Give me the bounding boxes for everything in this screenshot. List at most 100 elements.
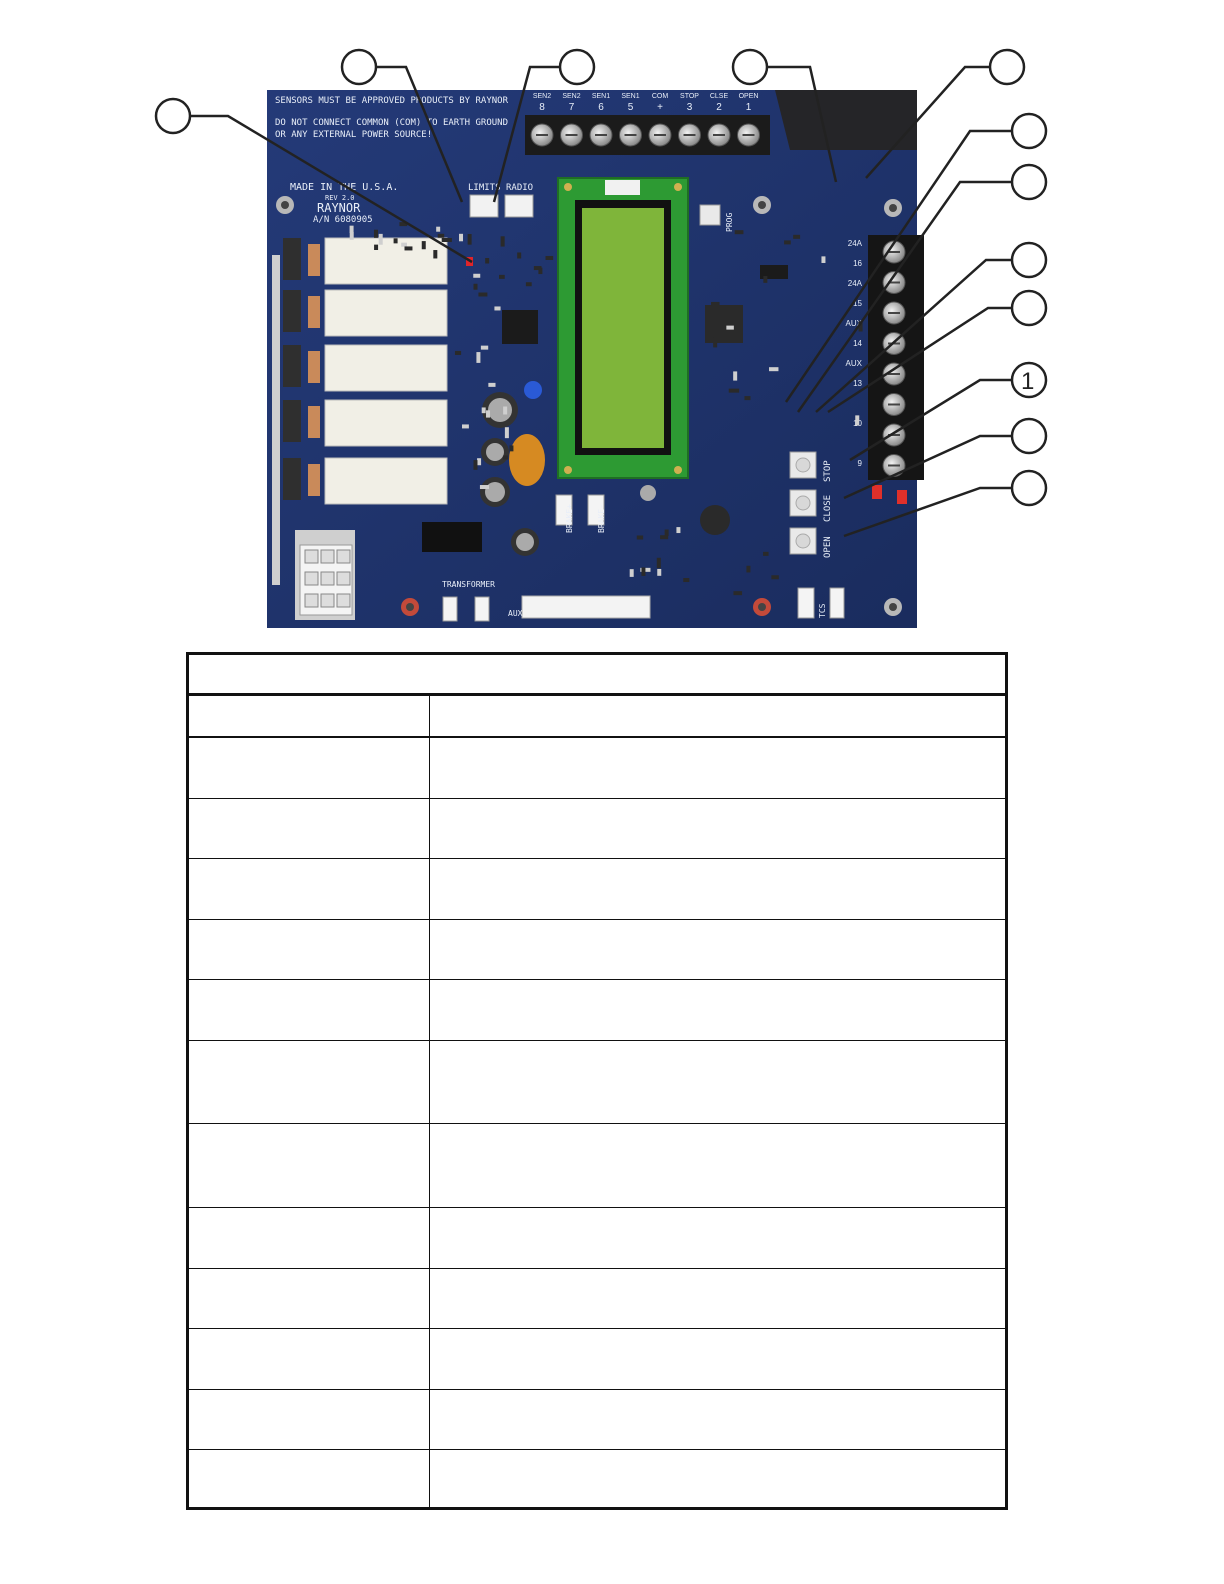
- right-terminal-label: 16: [853, 259, 862, 268]
- table-row: [189, 1269, 1005, 1329]
- smd-part: [683, 578, 690, 583]
- right-terminal[interactable]: [882, 393, 906, 416]
- smd-part: [480, 345, 489, 350]
- smd-part: [733, 591, 743, 596]
- jumper-j1: [442, 596, 458, 622]
- resistor: [308, 406, 320, 438]
- smd-part: [726, 325, 734, 330]
- smd-part: [734, 230, 744, 235]
- smd-part: [711, 301, 720, 306]
- table-cell: [189, 1208, 430, 1268]
- relay-base: [283, 238, 301, 280]
- smd-part: [664, 529, 669, 536]
- table-cell: [430, 1208, 1005, 1268]
- capacitors: [480, 381, 730, 556]
- relay-base: [283, 400, 301, 442]
- relay-base: [283, 290, 301, 332]
- resistor: [308, 244, 320, 276]
- smd-part: [476, 352, 481, 363]
- smd-part: [771, 575, 779, 580]
- smd-part: [421, 241, 426, 250]
- table-cell: [430, 1390, 1005, 1449]
- smd-part: [503, 406, 508, 415]
- smd-part: [502, 455, 509, 460]
- right-terminal-label: AUX: [846, 319, 863, 328]
- smd-part: [454, 350, 462, 355]
- relay: [283, 399, 448, 447]
- top-terminal-label: CLSE: [710, 93, 729, 100]
- resistor: [308, 464, 320, 496]
- jumper-jp3: [872, 485, 882, 499]
- top-terminal-number: 5: [628, 102, 634, 113]
- table-cell: [430, 1269, 1005, 1328]
- relay: [283, 237, 448, 285]
- smd-part: [488, 382, 496, 387]
- smd-part: [744, 396, 751, 401]
- table-cell: [189, 920, 430, 979]
- close-button-label: CLOSE: [823, 495, 833, 522]
- smd-part: [404, 246, 413, 251]
- table-row: [189, 1124, 1005, 1208]
- right-terminal[interactable]: [882, 301, 906, 325]
- microcontroller-chip: [705, 305, 743, 343]
- resistor: [308, 351, 320, 383]
- callout-circle: [1010, 469, 1048, 507]
- jumper-j3: [829, 587, 845, 619]
- control-board-figure: SENSORS MUST BE APPROVED PRODUCTS BY RAY…: [150, 40, 1060, 640]
- tcs-label: TCS: [818, 603, 827, 618]
- callout-circle: [1010, 361, 1048, 399]
- top-terminal[interactable]: OPEN 1: [737, 93, 760, 147]
- smd-part: [763, 276, 768, 283]
- smd-part: [500, 236, 505, 247]
- callout-circle: [1010, 289, 1048, 327]
- table-cell: [430, 920, 1005, 979]
- table-row: [189, 1208, 1005, 1269]
- top-terminal-label: SEN2: [562, 93, 580, 100]
- callout-circle: [988, 48, 1026, 86]
- smd-part: [713, 337, 718, 348]
- brake-minus-label: BRAKE-: [597, 504, 606, 533]
- smd-components: [349, 222, 863, 596]
- smd-part: [401, 242, 407, 247]
- callout-circle: [340, 48, 378, 86]
- smd-part: [485, 258, 490, 264]
- table-row: [189, 1390, 1005, 1450]
- top-terminal-label: SEN2: [533, 93, 551, 100]
- prog-button[interactable]: [699, 204, 721, 226]
- control-board-diagram: SENSORS MUST BE APPROVED PRODUCTS BY RAY…: [154, 48, 1048, 628]
- table-cell: [430, 799, 1005, 858]
- top-terminal[interactable]: COM+: [648, 93, 672, 147]
- smd-part: [545, 255, 554, 260]
- smd-part: [793, 234, 801, 239]
- table-header-row: [189, 696, 1005, 738]
- smd-part: [676, 527, 681, 534]
- diode-bridge: [422, 522, 482, 552]
- jumper-jp1: [897, 490, 907, 504]
- right-terminal[interactable]: [882, 454, 906, 477]
- top-terminal-number: 1: [746, 102, 752, 113]
- tcs-connector: [797, 587, 815, 619]
- top-terminal-label: OPEN: [739, 93, 759, 100]
- table-row: [189, 738, 1005, 799]
- callout-circle: [1010, 163, 1048, 201]
- open-button-label: OPEN: [823, 536, 833, 558]
- smd-part: [433, 250, 438, 259]
- transformer-label: TRANSFORMER: [442, 580, 495, 589]
- right-terminal-label: AUX: [846, 359, 863, 368]
- board-rev: REV 2.0: [325, 194, 355, 202]
- ic-chip-small: [760, 265, 788, 279]
- smd-part: [486, 410, 491, 418]
- smd-part: [349, 225, 354, 233]
- relay-body: [324, 457, 448, 505]
- table-row: [189, 1450, 1005, 1510]
- smd-part: [349, 232, 354, 240]
- right-terminal[interactable]: [882, 362, 906, 386]
- table-title-row: [189, 655, 1005, 696]
- smd-part: [660, 535, 669, 540]
